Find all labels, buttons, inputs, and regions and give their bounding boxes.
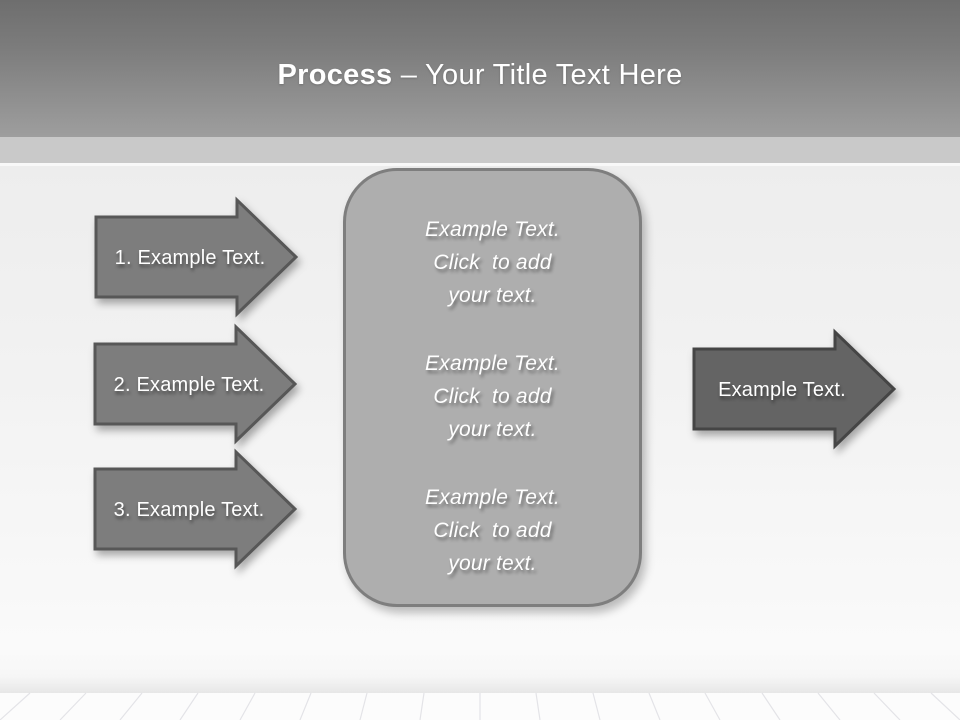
process-arrow-3[interactable]: 3. Example Text. (93, 448, 298, 570)
process-arrow-2[interactable]: 2. Example Text. (93, 323, 298, 445)
header-bar (0, 0, 960, 137)
result-arrow-label: Example Text. (718, 378, 846, 401)
page-title-subtitle: – Your Title Text Here (392, 59, 683, 91)
panel-text-block-2[interactable]: Example Text. Click to add your text. (425, 352, 560, 441)
process-arrow-3-label: 3. Example Text. (113, 498, 265, 521)
result-arrow[interactable]: Example Text. (692, 328, 897, 450)
floor-shadow (0, 676, 960, 694)
panel-text-block-1[interactable]: Example Text. Click to add your text. (425, 218, 560, 307)
process-arrow-1[interactable]: 1. Example Text. (94, 196, 299, 318)
header-accent-band (0, 137, 960, 163)
page-title-keyword: Process (277, 59, 393, 91)
right-arrow-shape-icon (692, 328, 897, 450)
panel-text-block-3[interactable]: Example Text. Click to add your text. (425, 486, 560, 575)
process-arrow-1-label: 1. Example Text. (114, 246, 266, 269)
page-title: Process – Your Title Text Here (0, 0, 960, 137)
right-arrow-shape-icon (93, 448, 298, 570)
right-arrow-shape-icon (93, 323, 298, 445)
floor-background (0, 693, 960, 720)
process-arrow-2-label: 2. Example Text. (113, 373, 265, 396)
text-panel[interactable]: Example Text. Click to add your text. Ex… (343, 168, 642, 607)
right-arrow-shape-icon (94, 196, 299, 318)
